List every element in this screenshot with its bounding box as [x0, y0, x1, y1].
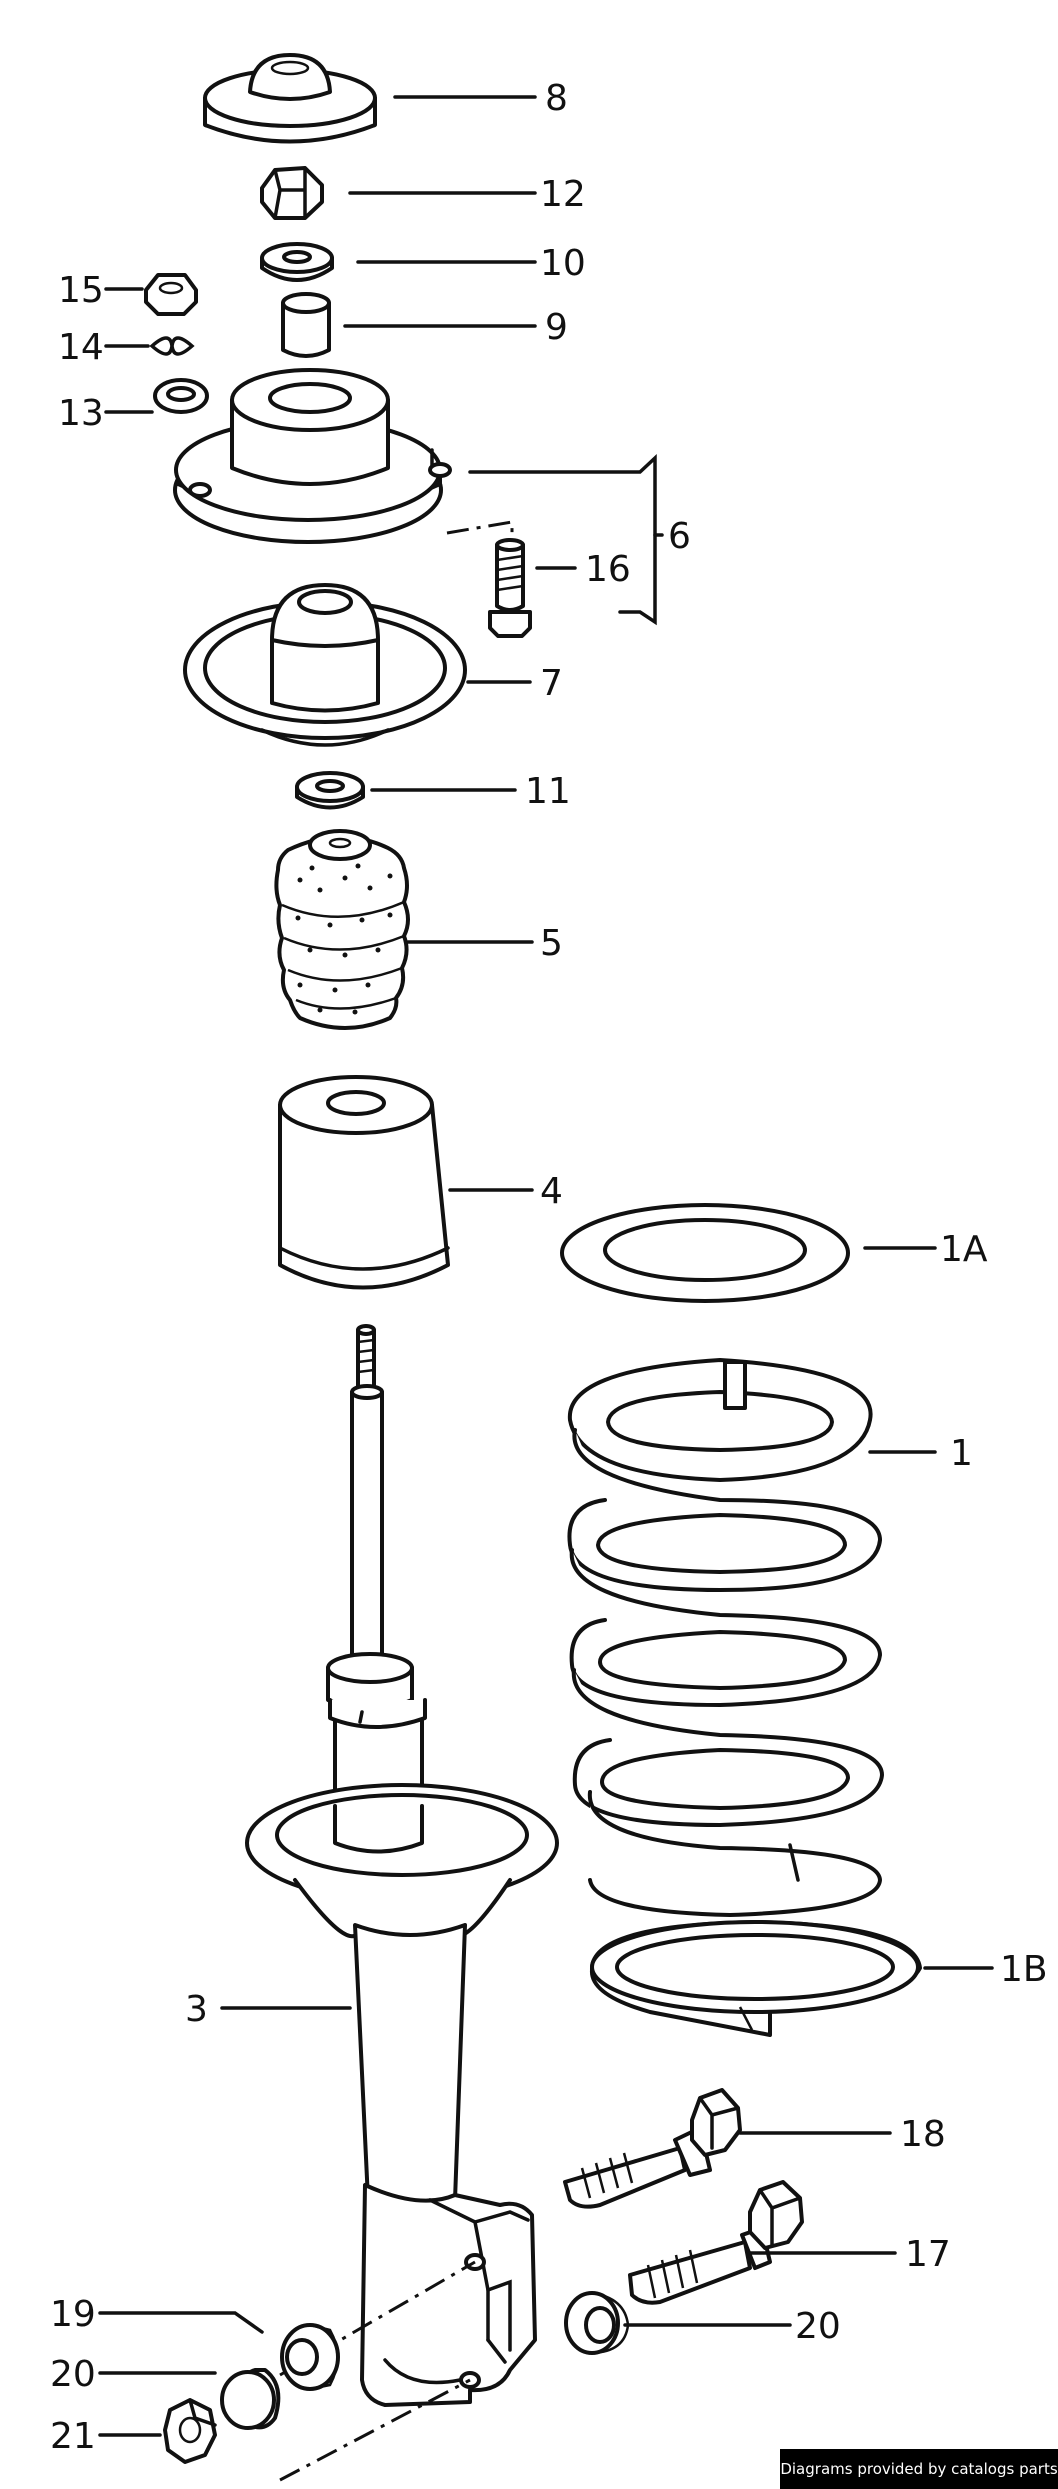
callout-11: 11: [525, 771, 571, 812]
callout-16: 16: [585, 549, 631, 590]
part-4-protective-cap: [278, 1075, 450, 1290]
part-17-bolt: [628, 2180, 804, 2305]
callout-10: 10: [540, 243, 586, 284]
part-6-bearing-mount: [173, 368, 514, 544]
leader-lines: [98, 95, 994, 2437]
alignment-lines: [279, 2260, 476, 2482]
callout-7: 7: [540, 663, 563, 704]
part-5-bump-stop: [274, 829, 410, 1030]
callout-13: 13: [58, 393, 104, 434]
part-1-coil-spring: [567, 1358, 884, 1917]
callout-labels: 8 12 10 9 15 14 13 6 16 7 11 5 4 1A 1 3 …: [50, 78, 1048, 2457]
part-20-washer-left: [220, 2368, 281, 2430]
part-11-washer: [295, 771, 365, 810]
callout-20-right: 20: [795, 2306, 841, 2347]
part-13-washer: [153, 378, 209, 414]
part-10-washer: [260, 242, 334, 282]
part-15-nut: [144, 273, 198, 316]
callout-1b: 1B: [1000, 1949, 1048, 1990]
part-8-rubber-mount: [203, 53, 377, 144]
callout-8: 8: [545, 78, 568, 119]
part-21-nut: [163, 2398, 217, 2464]
credit-banner: Diagrams provided by catalogs parts: [780, 2449, 1058, 2489]
part-7-strut-bearing: [183, 583, 467, 747]
callout-5: 5: [540, 923, 563, 964]
callout-1: 1: [950, 1433, 973, 1474]
callout-20-left: 20: [50, 2354, 96, 2395]
callout-17: 17: [905, 2234, 951, 2275]
callout-12: 12: [540, 174, 586, 215]
callout-21: 21: [50, 2416, 96, 2457]
callout-15: 15: [58, 270, 104, 311]
callout-19: 19: [50, 2294, 96, 2335]
part-20-washer-right: [564, 2291, 630, 2355]
part-19-bushing: [280, 2323, 340, 2391]
part-16-stud-bolt: [488, 538, 532, 638]
callout-3: 3: [185, 1989, 208, 2030]
callout-4: 4: [540, 1171, 563, 1212]
part-1a-spring-seat-upper: [560, 1203, 850, 1303]
callout-1a: 1A: [940, 1229, 988, 1270]
part-9-sleeve: [281, 292, 331, 358]
callout-9: 9: [545, 307, 568, 348]
part-1b-spring-seat-lower: [589, 1920, 922, 2037]
callout-14: 14: [58, 327, 104, 368]
part-3-shock-absorber: [245, 1324, 559, 2407]
part-12-nut: [260, 166, 324, 220]
part-14-lock-washer: [149, 336, 195, 356]
callout-6: 6: [668, 516, 691, 557]
callout-18: 18: [900, 2114, 946, 2155]
part-18-bolt: [563, 2088, 742, 2209]
